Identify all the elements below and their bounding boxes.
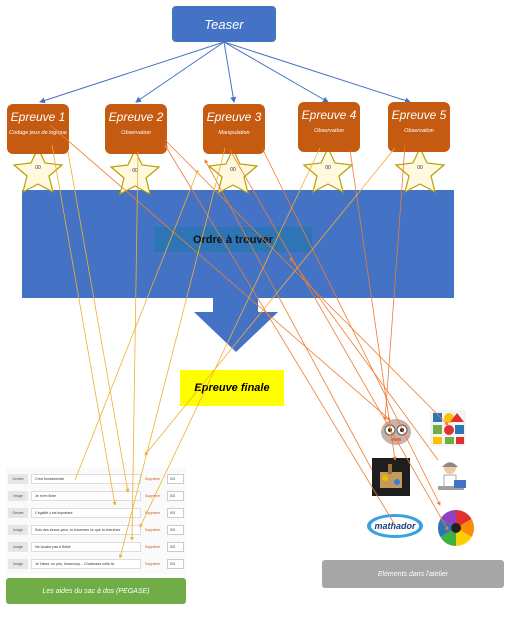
mathador-logo-icon: mathador	[367, 514, 423, 538]
color-shape-blocks-icon	[430, 410, 466, 446]
star-label: 00	[132, 168, 138, 174]
row-type: Gestes	[8, 508, 28, 518]
epreuve-subtitle: Observation	[314, 128, 344, 134]
atelier-footer: Eléments dans l'atelier	[322, 560, 504, 588]
row-type: Image	[8, 542, 28, 552]
row-text: Ne touche pas à Bébé	[31, 542, 141, 552]
row-status: Supprimer	[145, 545, 161, 549]
row-text: Je t'aime, un peu, beaucoup... Choisisse…	[31, 559, 141, 569]
epreuve-title: Epreuve 2	[108, 110, 164, 124]
wooden-marble-game-icon	[372, 458, 410, 496]
sac-panel: Gestes C'est fondamental Supprimer 0/3 I…	[6, 468, 186, 574]
row-select[interactable]: 0/3	[167, 542, 184, 552]
row-text: Suis des beaux yeux, tu traverses ce que…	[31, 525, 141, 535]
star-label: 00	[230, 167, 236, 173]
programmer-figure-icon	[438, 462, 466, 490]
row-text: Je m'en fiche	[31, 491, 141, 501]
epreuve-title: Epreuve 4	[301, 108, 357, 122]
sac-row: Image Je m'en fiche Supprimer 0/3	[6, 489, 186, 503]
teaser-box: Teaser	[172, 6, 276, 42]
epreuve-title: Epreuve 5	[391, 108, 447, 122]
sac-row: Gestes L'égalité c'est important Supprim…	[6, 506, 186, 520]
sac-footer: Les aides du sac à dos (PEGASE)	[6, 578, 186, 604]
row-select[interactable]: 0/3	[167, 559, 184, 569]
star-3	[207, 147, 259, 195]
row-status: Supprimer	[145, 562, 161, 566]
epreuve-subtitle: Observation	[121, 130, 151, 136]
epreuve-4-box: Epreuve 4 Observation	[298, 102, 360, 152]
row-status: Supprimer	[145, 494, 161, 498]
epreuve-title: Epreuve 1	[10, 110, 66, 124]
row-type: Gestes	[8, 474, 28, 484]
row-text: L'égalité c'est important	[31, 508, 141, 518]
sac-row: Image Je t'aime, un peu, beaucoup... Cho…	[6, 557, 186, 571]
star-label: 00	[325, 165, 331, 171]
row-select[interactable]: 0/3	[167, 508, 184, 518]
epreuve-subtitle: Manipulation	[218, 130, 250, 136]
sac-row: Image Ne touche pas à Bébé Supprimer 0/3	[6, 540, 186, 554]
row-select[interactable]: 0/3	[167, 491, 184, 501]
row-select[interactable]: 0/3	[167, 474, 184, 484]
epreuve-5-box: Epreuve 5 Observation	[388, 102, 450, 152]
row-status: Supprimer	[145, 528, 161, 532]
star-5	[394, 146, 446, 194]
epreuve-1-box: Epreuve 1 Codage jeux de logique	[7, 104, 69, 154]
row-type: Image	[8, 525, 28, 535]
row-type: Image	[8, 559, 28, 569]
star-label: 00	[35, 165, 41, 171]
epreuve-finale-box: Epreuve finale	[180, 370, 284, 406]
sac-row: Image Suis des beaux yeux, tu traverses …	[6, 523, 186, 537]
row-select[interactable]: 0/3	[167, 525, 184, 535]
epreuve-2-box: Epreuve 2 Observation	[105, 104, 167, 154]
teaser-arrows	[39, 41, 411, 104]
star-label: 00	[417, 165, 423, 171]
epreuve-subtitle: Codage jeux de logique	[9, 130, 67, 136]
row-status: Supprimer	[145, 511, 161, 515]
star-4	[302, 146, 354, 194]
star-2	[109, 148, 161, 196]
row-type: Image	[8, 491, 28, 501]
row-status: Supprimer	[145, 477, 161, 481]
epreuve-subtitle: Observation	[404, 128, 434, 134]
ordre-label: Ordre à trouver	[154, 227, 312, 252]
epreuve-3-box: Epreuve 3 Manipulation	[203, 104, 265, 154]
mathador-text: mathador	[374, 521, 416, 531]
star-1	[12, 146, 64, 194]
epreuve-title: Epreuve 3	[206, 110, 262, 124]
